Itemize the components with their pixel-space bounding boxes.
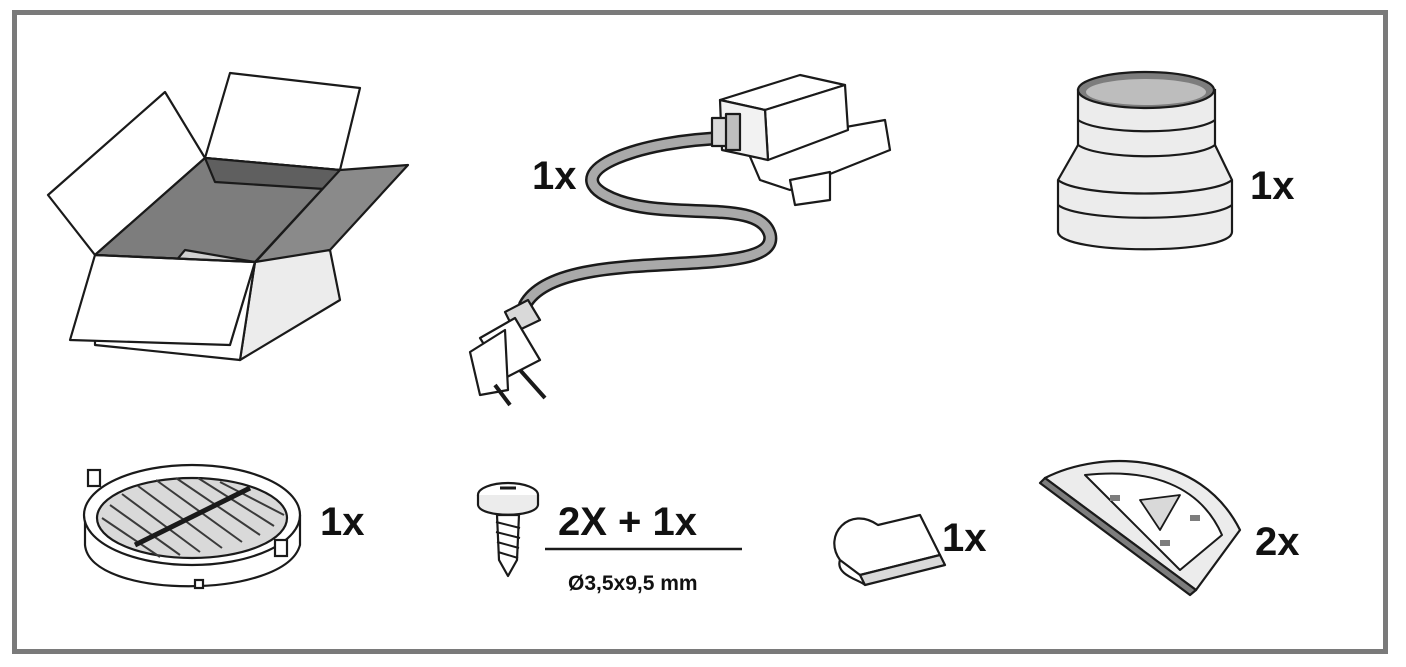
cable-clip-icon — [833, 513, 947, 587]
screw-icon — [476, 481, 540, 578]
flap-quantity: 2x — [1255, 520, 1300, 564]
power-cable-quantity: 1x — [532, 154, 577, 198]
screw-quantity: 2X + 1x — [558, 500, 698, 544]
clip-quantity: 1x — [942, 516, 987, 560]
open-box-icon — [46, 71, 410, 362]
round-grille-filter-icon — [82, 463, 302, 590]
grille-quantity: 1x — [320, 500, 365, 544]
screw-dimension: Ø3,5x9,5 mm — [568, 572, 698, 595]
reducer-quantity: 1x — [1250, 164, 1295, 208]
half-round-flap-icon — [1038, 459, 1242, 597]
power-cable-plug-icon — [468, 73, 892, 407]
duct-reducer-icon — [1056, 70, 1234, 251]
